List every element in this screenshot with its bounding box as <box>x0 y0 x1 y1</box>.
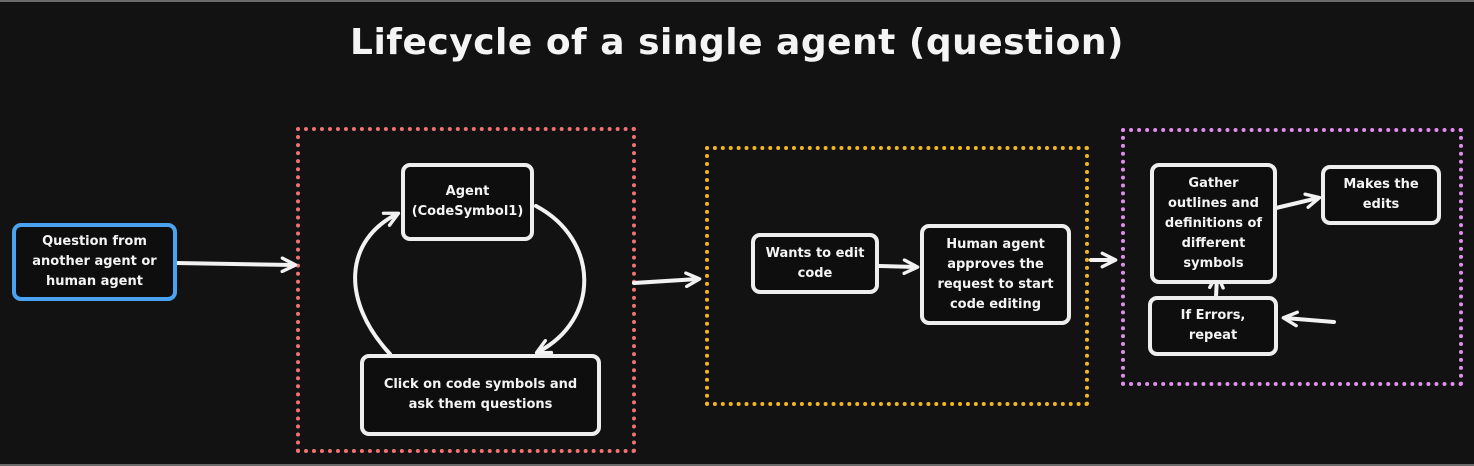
node-agent-codesymbol[interactable]: Agent (CodeSymbol1) <box>401 163 534 241</box>
node-wants-to-edit[interactable]: Wants to edit code <box>751 233 879 294</box>
arrow-question-loop-to-approval <box>632 271 702 289</box>
group-editing <box>1121 128 1463 386</box>
group-approval <box>705 146 1089 406</box>
node-human-approves[interactable]: Human agent approves the request to star… <box>920 224 1071 325</box>
node-question-from-agent[interactable]: Question from another agent or human age… <box>12 223 177 301</box>
arrow-agent-to-click <box>534 204 587 355</box>
node-click-code-symbols[interactable]: Click on code symbols and ask them quest… <box>360 354 601 436</box>
diagram-title: Lifecycle of a single agent (question) <box>350 22 1124 63</box>
node-gather-outlines[interactable]: Gather outlines and definitions of diffe… <box>1150 163 1277 284</box>
arrow-click-to-agent <box>353 211 401 356</box>
arrow-wants-to-approves <box>877 258 920 276</box>
node-makes-edits[interactable]: Makes the edits <box>1321 165 1441 225</box>
node-if-errors-repeat[interactable]: If Errors, repeat <box>1148 296 1278 356</box>
arrow-gather-to-makes <box>1274 192 1322 210</box>
arrow-start-to-question-loop <box>174 256 298 274</box>
arrow-external-to-errors <box>1281 310 1336 328</box>
top-border-line <box>0 0 1474 2</box>
group-question-loop <box>296 127 636 453</box>
bottom-border-line <box>0 464 1474 466</box>
